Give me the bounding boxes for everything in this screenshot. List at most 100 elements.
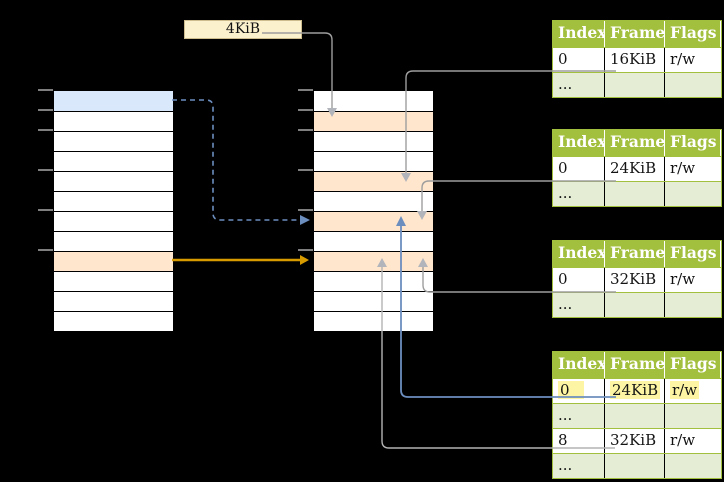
cell-index: 0: [553, 379, 605, 403]
physical-memory-address-tick-4: [298, 169, 313, 171]
col-header-index: Index: [553, 21, 605, 47]
cell-frame: 24KiB: [605, 157, 665, 181]
physical-memory-address-tick-5: [298, 209, 313, 211]
cell-flags: [665, 293, 721, 317]
physical-memory-address-tick-3: [298, 129, 313, 131]
col-header-index: Index: [553, 241, 605, 267]
table-row-ellipsis: ...: [553, 403, 721, 428]
physical-memory-address-tick-1: [298, 89, 313, 91]
cell-frame: 32KiB: [605, 429, 665, 453]
cell-frame: [605, 404, 665, 428]
cell-flags: [665, 454, 721, 478]
table-row-entry0-highlighted: 0 24KiB r/w: [553, 378, 721, 403]
virtual-memory-address-tick-5: [38, 209, 53, 211]
cell-frame: 24KiB: [605, 379, 665, 403]
virtual-memory-row-3: [54, 131, 173, 151]
physical-memory-row-5: [314, 171, 433, 191]
virtual-memory-column: [53, 90, 174, 332]
cell-index: ...: [553, 404, 605, 428]
cell-index: ...: [553, 182, 605, 206]
virtual-memory-address-tick-3: [38, 129, 53, 131]
virtual-memory-address-tick-2: [38, 109, 53, 111]
physical-memory-row-12: [314, 311, 433, 331]
table-row-ellipsis: ...: [553, 72, 721, 97]
page-size-note-box: 4KiB: [184, 20, 302, 39]
physical-memory-row-7: [314, 211, 433, 231]
virtual-memory-address-tick-1: [38, 89, 53, 91]
page-table-level1: Index Frame Flags 0 24KiB r/w ... 8 32Ki…: [552, 351, 722, 479]
cell-frame: [605, 73, 665, 97]
cell-index: ...: [553, 293, 605, 317]
physical-memory-row-6: [314, 191, 433, 211]
col-header-flags: Flags: [665, 241, 721, 267]
virtual-memory-row-11: [54, 291, 173, 311]
table-header-row: Index Frame Flags: [553, 352, 721, 378]
highlight-flags: r/w: [670, 381, 700, 399]
page-table-24kib: Index Frame Flags 0 24KiB r/w ...: [552, 129, 722, 207]
virtual-memory-row-1: [54, 91, 173, 111]
cell-index: 0: [553, 268, 605, 292]
page-size-label: 4KiB: [225, 21, 261, 37]
col-header-index: Index: [553, 352, 605, 378]
cell-flags: r/w: [670, 159, 696, 177]
cell-frame: 16KiB: [605, 48, 665, 72]
virtual-memory-address-tick-6: [38, 249, 53, 251]
physical-memory-address-tick-6: [298, 249, 313, 251]
cell-flags: [665, 182, 721, 206]
virtual-memory-row-9: [54, 251, 173, 271]
cell-index: 8: [553, 429, 605, 453]
col-header-flags: Flags: [665, 130, 721, 156]
col-header-index: Index: [553, 130, 605, 156]
col-header-flags: Flags: [665, 352, 721, 378]
cell-frame: 32KiB: [605, 268, 665, 292]
cell-flags: r/w: [670, 431, 696, 449]
virtual-memory-row-12: [54, 311, 173, 331]
highlight-index: 0: [558, 381, 584, 399]
cell-flags: r/w: [665, 379, 721, 403]
physical-memory-row-11: [314, 291, 433, 311]
page-table-16kib: Index Frame Flags 0 16KiB r/w ...: [552, 20, 722, 98]
col-header-frame: Frame: [605, 130, 665, 156]
cell-flags: r/w: [670, 50, 696, 68]
cell-frame: [605, 454, 665, 478]
page-table-32kib: Index Frame Flags 0 32KiB r/w ...: [552, 240, 722, 318]
cell-flags: [665, 73, 721, 97]
virtual-memory-row-2: [54, 111, 173, 131]
dashed-arrow-virtual-page-to-frame: [172, 99, 310, 225]
table-row-entry0: 0 16KiB r/w: [553, 47, 721, 72]
table-row-ellipsis: ...: [553, 453, 721, 478]
virtual-memory-row-10: [54, 271, 173, 291]
cell-index: ...: [553, 454, 605, 478]
table-row-entry8: 8 32KiB r/w: [553, 428, 721, 453]
table-row-entry0: 0 32KiB r/w: [553, 267, 721, 292]
table-header-row: Index Frame Flags: [553, 130, 721, 156]
physical-memory-row-3: [314, 131, 433, 151]
cell-frame: [605, 293, 665, 317]
virtual-memory-row-4: [54, 151, 173, 171]
virtual-memory-row-6: [54, 191, 173, 211]
highlight-frame: 24KiB: [610, 381, 661, 399]
cell-flags: [665, 404, 721, 428]
virtual-memory-address-tick-4: [38, 169, 53, 171]
physical-memory-row-2: [314, 111, 433, 131]
col-header-frame: Frame: [605, 241, 665, 267]
physical-memory-row-4: [314, 151, 433, 171]
col-header-frame: Frame: [605, 21, 665, 47]
virtual-memory-row-7: [54, 211, 173, 231]
physical-memory-row-10: [314, 271, 433, 291]
physical-memory-column: [313, 90, 434, 332]
cell-frame: [605, 182, 665, 206]
col-header-flags: Flags: [665, 21, 721, 47]
table-row-ellipsis: ...: [553, 181, 721, 206]
cell-flags: r/w: [670, 270, 696, 288]
cell-index: ...: [553, 73, 605, 97]
physical-memory-row-9: [314, 251, 433, 271]
cell-index: 0: [553, 48, 605, 72]
table-row-ellipsis: ...: [553, 292, 721, 317]
col-header-frame: Frame: [605, 352, 665, 378]
physical-memory-address-tick-2: [298, 109, 313, 111]
virtual-memory-row-8: [54, 231, 173, 251]
table-row-entry0: 0 24KiB r/w: [553, 156, 721, 181]
cell-index: 0: [553, 157, 605, 181]
